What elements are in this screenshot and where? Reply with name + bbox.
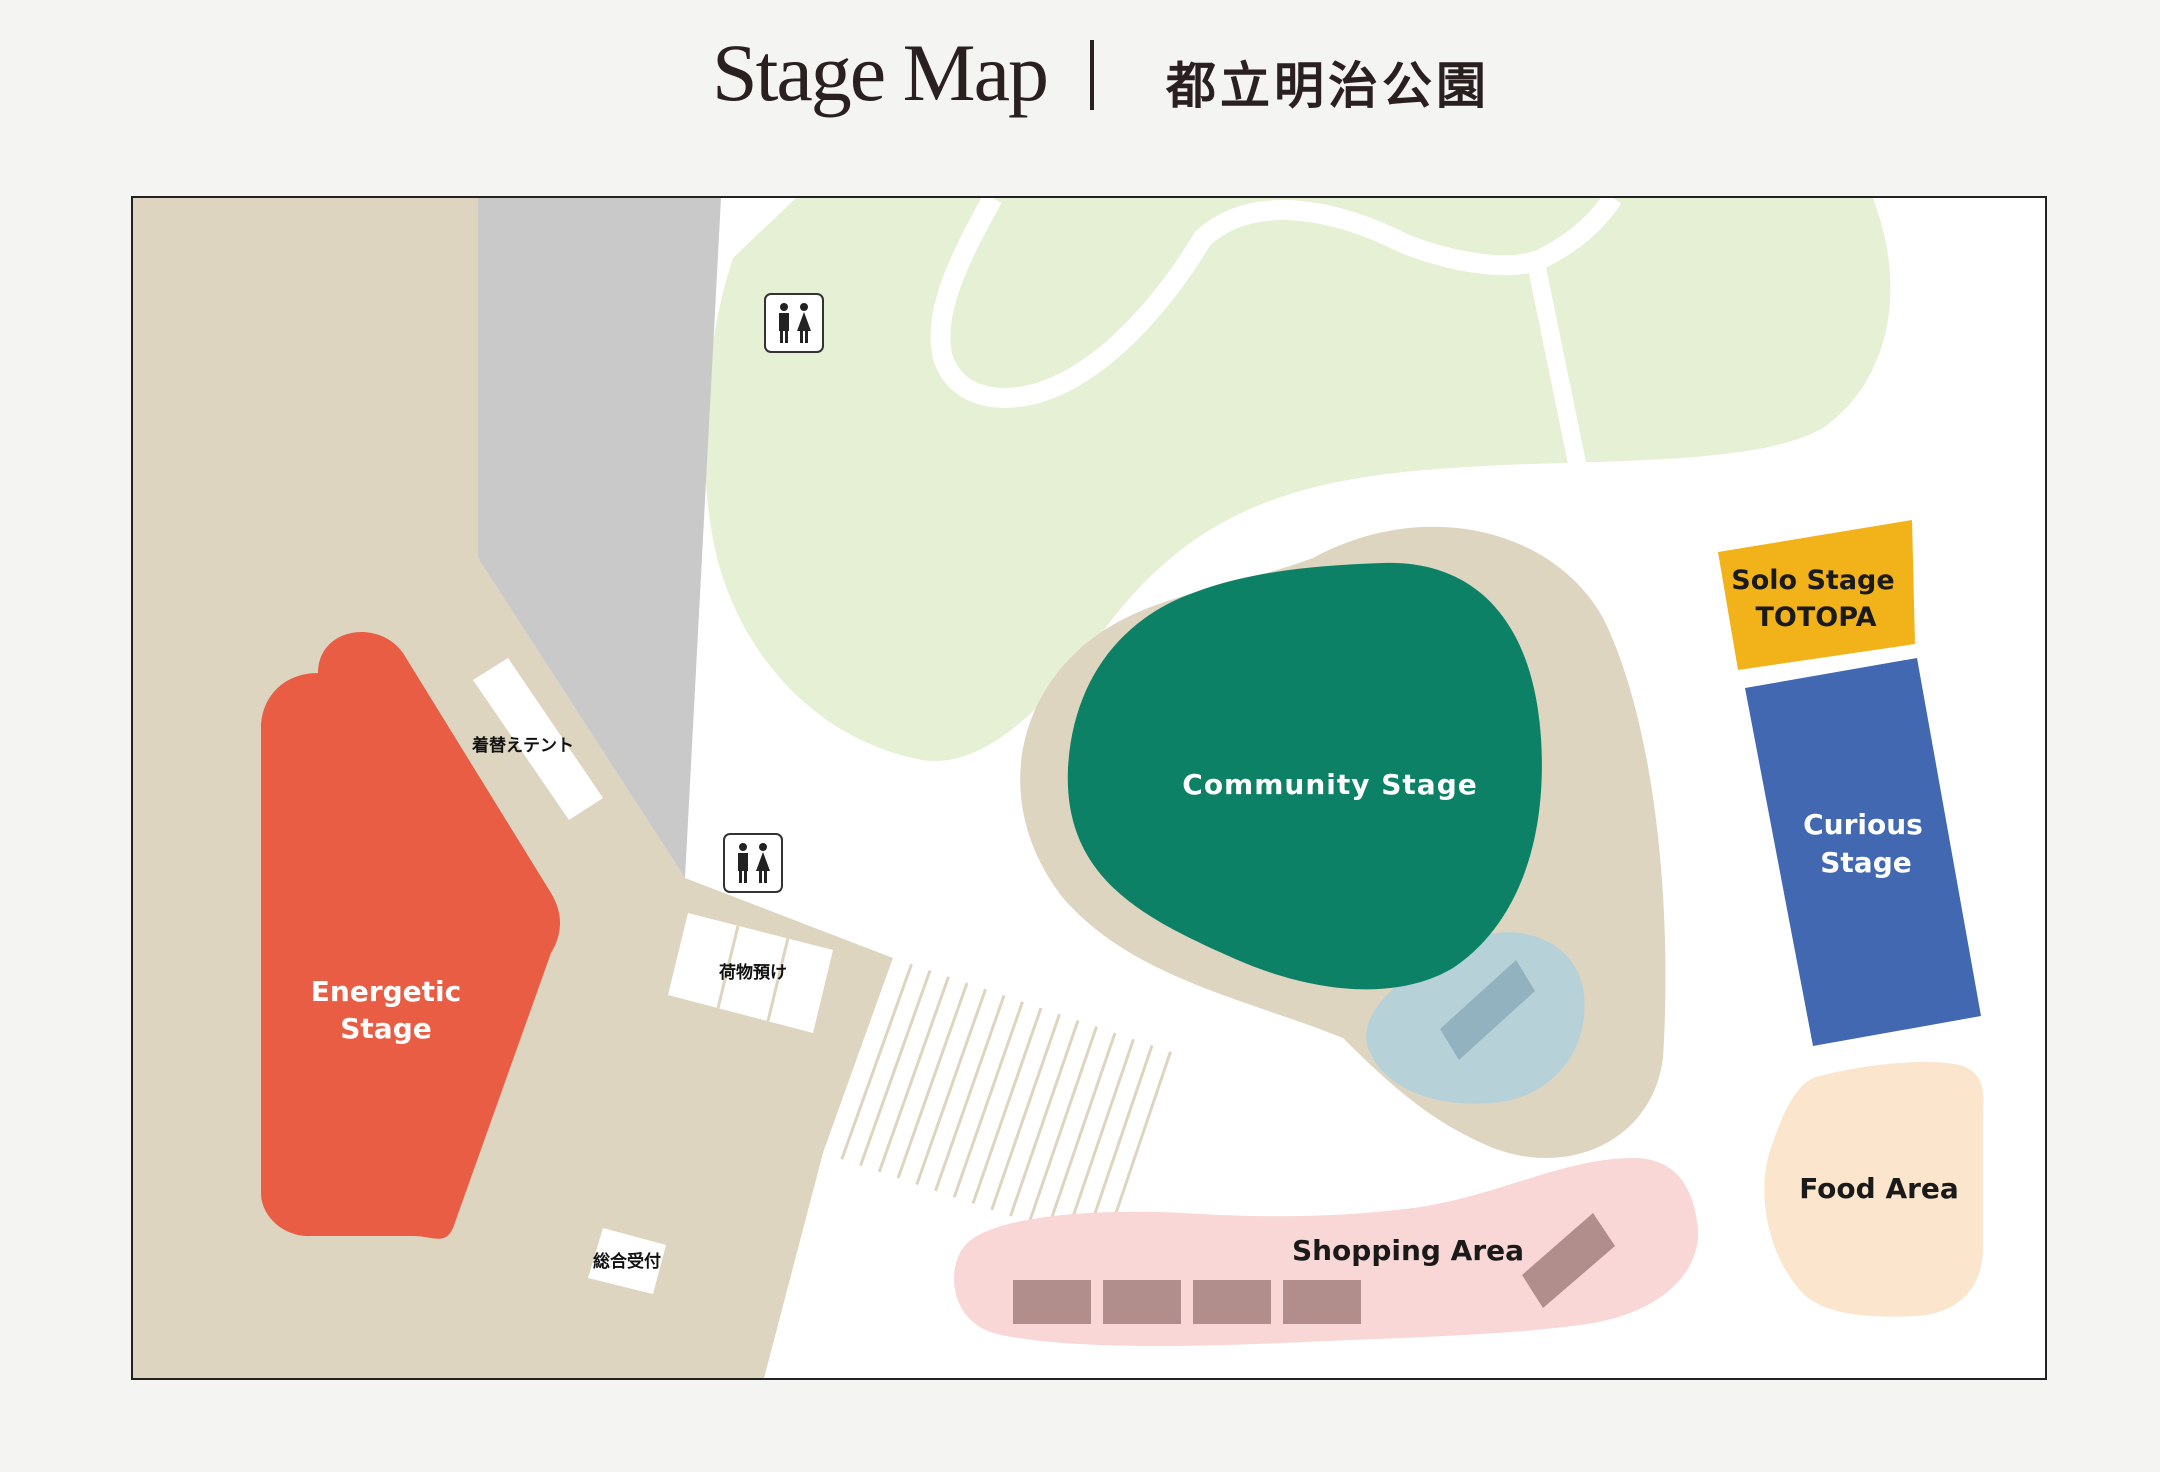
location-title: 都立明治公園 — [1166, 57, 1490, 115]
solo-stage-area — [1718, 520, 1915, 670]
baggage-label: 荷物預け — [719, 962, 787, 983]
stair-step — [952, 1001, 1024, 1198]
shopping-booth — [1193, 1280, 1271, 1324]
curious-stage-label-line2: Stage — [1820, 846, 1911, 879]
stair-step — [859, 969, 932, 1167]
shopping-booth — [1522, 1213, 1615, 1308]
stair-step — [840, 963, 913, 1160]
community-stage-label: Community Stage — [1182, 768, 1477, 801]
stair-step — [971, 1007, 1043, 1204]
food-area — [1764, 1061, 1984, 1317]
solo-stage-label-line2: TOTOPA — [1756, 602, 1877, 633]
shopping-booth — [1013, 1280, 1091, 1324]
baggage-tents: 荷物預け — [668, 913, 833, 1033]
changing-tent-label: 着替えテント — [471, 735, 574, 756]
restroom-icon — [723, 833, 783, 893]
stair-step — [934, 995, 1006, 1192]
stair-step — [1046, 1032, 1117, 1230]
reception-label: 総合受付 — [593, 1251, 661, 1272]
stair-step — [1065, 1038, 1135, 1236]
header: Stage Map 都立明治公園 — [0, 20, 2160, 140]
stair-step — [990, 1013, 1061, 1211]
stair-step — [1027, 1026, 1098, 1223]
shopping-area-label: Shopping Area — [1292, 1234, 1524, 1267]
food-area-label: Food Area — [1799, 1172, 1959, 1205]
community-stage-area — [1067, 562, 1542, 990]
shopping-booth — [1283, 1280, 1361, 1324]
shopping-booths — [1013, 1213, 1615, 1324]
energetic-stage-label-line1: Energetic — [311, 975, 461, 1008]
lawn-path-1 — [930, 198, 1622, 408]
stage-map: Energetic Stage 着替えテント 荷物預け 総合受付 — [131, 196, 2047, 1380]
restroom-icon — [764, 293, 824, 353]
shopping-booth — [1103, 1280, 1181, 1324]
lawn-path-2 — [1528, 266, 1587, 470]
lawn-area — [704, 198, 1891, 762]
pond-structure — [1440, 960, 1535, 1060]
energetic-stage-label-line2: Stage — [340, 1012, 431, 1045]
staircase — [823, 958, 1189, 1254]
title-divider — [1090, 40, 1094, 110]
stair-step — [1084, 1045, 1154, 1242]
stair-step — [1009, 1020, 1080, 1217]
reception-tent: 総合受付 — [588, 1228, 666, 1294]
solo-stage-label-line1: Solo Stage — [1731, 565, 1894, 596]
curious-stage-area — [1745, 658, 1981, 1046]
road-area — [478, 198, 721, 878]
curious-stage-label-line1: Curious — [1803, 808, 1923, 841]
changing-tent: 着替えテント — [471, 658, 603, 820]
energetic-stage-area — [261, 631, 560, 1239]
map-canvas: Energetic Stage 着替えテント 荷物預け 総合受付 — [133, 198, 1984, 1378]
stair-step — [896, 982, 969, 1179]
stair-step — [915, 988, 987, 1186]
stair-step — [877, 976, 950, 1173]
page-title: Stage Map — [712, 27, 1049, 118]
